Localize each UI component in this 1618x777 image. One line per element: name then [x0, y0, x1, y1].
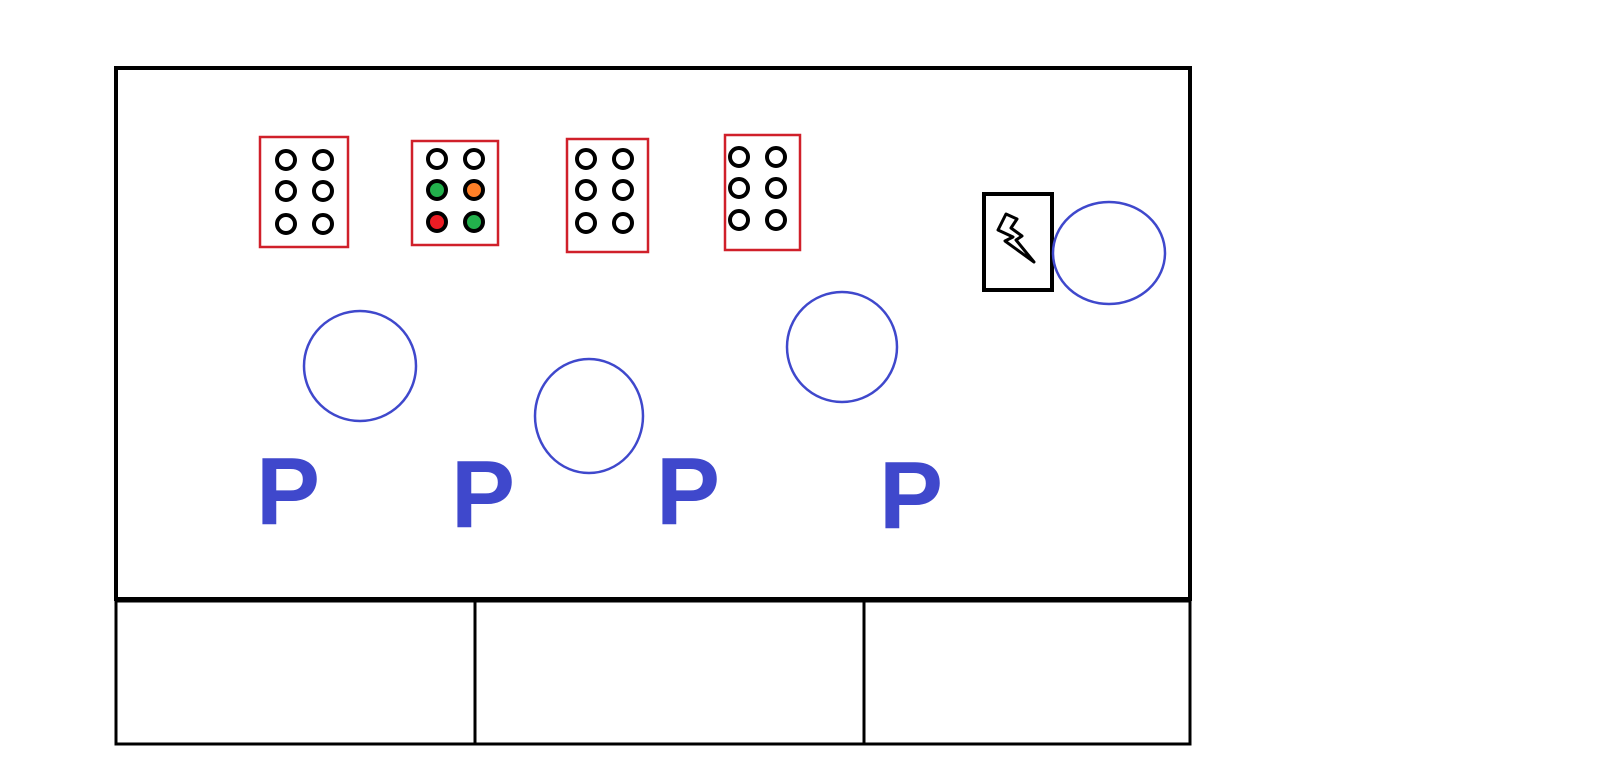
indicator-light-empty: [575, 179, 597, 201]
indicator-light-empty: [728, 146, 750, 168]
indicator-light-orange: [463, 179, 485, 201]
indicator-light-empty: [426, 148, 448, 170]
parking-label-1: P: [256, 438, 320, 545]
indicator-light-empty: [765, 146, 787, 168]
round-table-3: [785, 290, 899, 404]
round-table-2: [533, 357, 645, 475]
indicator-light-empty: [728, 209, 750, 231]
parking-label-2: P: [451, 441, 515, 548]
indicator-light-empty: [312, 149, 334, 171]
indicator-light-empty: [275, 180, 297, 202]
parking-labels: P P P P: [256, 438, 943, 549]
indicator-light-empty: [575, 148, 597, 170]
bottom-section-right: [862, 599, 1192, 746]
power-outlet: [982, 192, 1054, 292]
indicator-light-green: [463, 211, 485, 233]
indicator-light-empty: [575, 212, 597, 234]
indicator-light-green: [426, 179, 448, 201]
indicator-light-empty: [275, 149, 297, 171]
bottom-section-left: [114, 599, 477, 746]
indicator-panel-1: [258, 135, 350, 249]
round-table-1: [302, 309, 418, 423]
indicator-light-empty: [612, 179, 634, 201]
indicator-light-empty: [312, 180, 334, 202]
indicator-light-red: [426, 211, 448, 233]
indicator-panel-2: [410, 139, 500, 247]
indicator-light-empty: [728, 177, 750, 199]
indicator-light-empty: [612, 148, 634, 170]
main-room: [114, 66, 1192, 601]
bottom-section-middle: [473, 599, 866, 746]
indicator-panel-3: [565, 137, 650, 254]
indicator-light-empty: [275, 213, 297, 235]
indicator-light-empty: [765, 177, 787, 199]
indicator-light-empty: [463, 148, 485, 170]
parking-label-4: P: [879, 442, 943, 549]
indicator-light-empty: [312, 213, 334, 235]
lightning-bolt-icon: [996, 212, 1036, 264]
indicator-light-empty: [612, 212, 634, 234]
indicator-panel-4: [723, 133, 802, 252]
bottom-compartments: [114, 599, 1192, 746]
indicator-light-empty: [765, 209, 787, 231]
round-tables: [302, 200, 1167, 475]
round-table-4: [1051, 200, 1167, 306]
parking-label-3: P: [656, 438, 720, 545]
